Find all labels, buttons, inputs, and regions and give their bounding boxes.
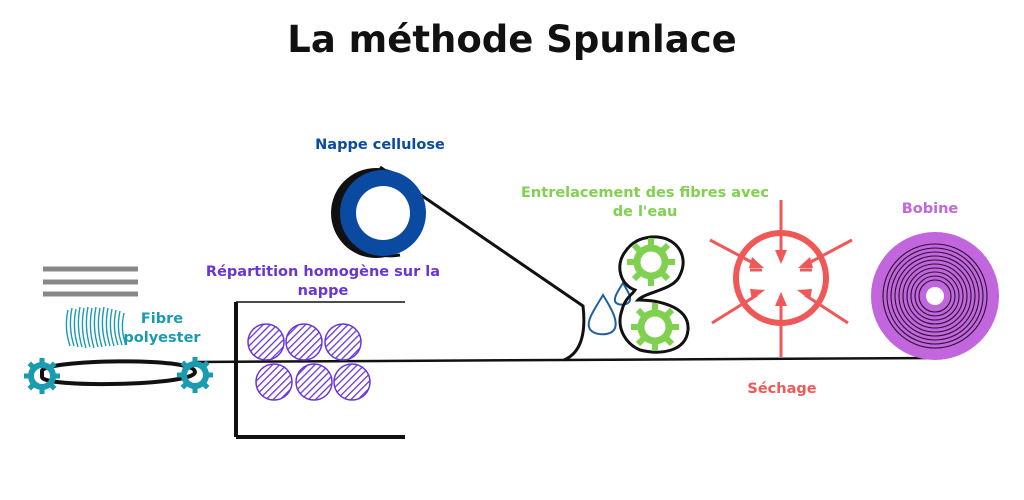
comb-lines-icon xyxy=(43,266,138,297)
label-sechage: Séchage xyxy=(747,381,817,397)
belt-loop xyxy=(24,357,213,394)
label-entrelacement: Entrelacement des fibres avec de l'eau xyxy=(521,185,769,220)
drying-unit xyxy=(709,200,853,357)
entanglement-rollers xyxy=(618,235,690,354)
label-fibre: Fibre polyester xyxy=(123,311,201,346)
fiber-balls xyxy=(247,323,371,401)
gear-icon xyxy=(177,357,213,393)
arrow-icon xyxy=(709,200,853,357)
label-cellulose: Nappe cellulose xyxy=(315,137,445,153)
gear-icon xyxy=(24,358,60,394)
repartition-box xyxy=(234,301,405,439)
label-repartition: Répartition homogène sur la nappe xyxy=(205,264,441,299)
roll-icon xyxy=(871,232,999,360)
gear-icon xyxy=(631,303,679,351)
gear-icon xyxy=(627,238,675,286)
cellulose-roll xyxy=(331,165,586,362)
label-bobine: Bobine xyxy=(901,201,959,217)
page-title: La méthode Spunlace xyxy=(287,18,737,61)
fibers-icon xyxy=(65,306,127,349)
